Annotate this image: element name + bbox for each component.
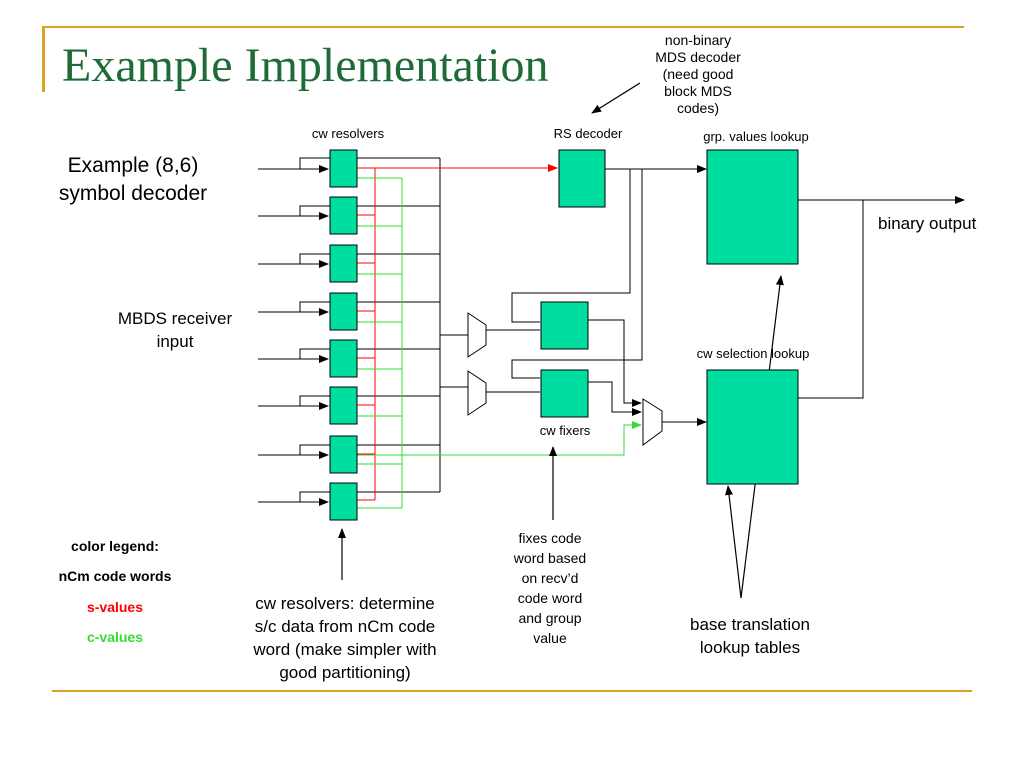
- cw-selection-lookup-table: [706, 369, 799, 485]
- base-tables-note: base translation lookup tables: [689, 615, 811, 657]
- title-accent-bar: [42, 26, 45, 92]
- legend-title: color legend:: [71, 538, 159, 554]
- rs-decoder-label: RS decoder: [553, 126, 623, 141]
- cw-fixers-label: cw fixers: [539, 423, 591, 438]
- cw-resolver-2: [329, 196, 358, 235]
- legend-item-s-values: s-values: [86, 599, 144, 615]
- legend-item-c-values: c-values: [86, 629, 144, 645]
- cw-resolver-7: [329, 435, 358, 474]
- grp-values-lookup-table: [706, 149, 799, 265]
- s-value-lines: [357, 164, 558, 501]
- top-rule: [44, 26, 964, 28]
- receiver-input-label: MBDS receiver input: [117, 309, 233, 351]
- mux-2: [467, 370, 487, 416]
- cw-resolvers-label: cw resolvers: [311, 126, 385, 141]
- cw-resolver-5: [329, 339, 358, 378]
- binary-output-label: binary output: [878, 214, 977, 233]
- mds-decoder-note: non-binary MDS decoder (need good block …: [655, 32, 741, 116]
- cw-selection-lookup-label: cw selection lookup: [696, 346, 810, 361]
- cw-resolver-6: [329, 386, 358, 425]
- receiver-input-arrows: [258, 157, 330, 506]
- cw-fixer-1: [540, 301, 589, 350]
- rs-decoder-block: [558, 149, 606, 208]
- fixer-note: fixes code word based on recv’d code wor…: [513, 530, 587, 646]
- slide-title: Example Implementation: [62, 39, 549, 92]
- cw-resolver-8: [329, 482, 358, 521]
- datapath-wiring: [486, 165, 965, 426]
- grp-values-lookup-label: grp. values lookup: [703, 129, 809, 144]
- resolver-note: cw resolvers: determine s/c data from nC…: [253, 594, 437, 682]
- cw-resolver-blocks: [329, 149, 358, 521]
- example-decoder-label: Example (8,6) symbol decoder: [58, 154, 208, 205]
- mux-1: [467, 312, 487, 358]
- bottom-rule: [52, 690, 972, 692]
- select-mux: [642, 398, 663, 446]
- multiplexers: [467, 312, 663, 446]
- legend-item-ncm-code-words: nCm code words: [58, 568, 172, 584]
- cw-resolver-4: [329, 292, 358, 331]
- cw-resolver-1: [329, 149, 358, 188]
- cw-resolver-3: [329, 244, 358, 283]
- ncm-bus: [357, 157, 468, 493]
- cw-fixer-2: [540, 369, 589, 418]
- c-value-lines: [357, 177, 642, 509]
